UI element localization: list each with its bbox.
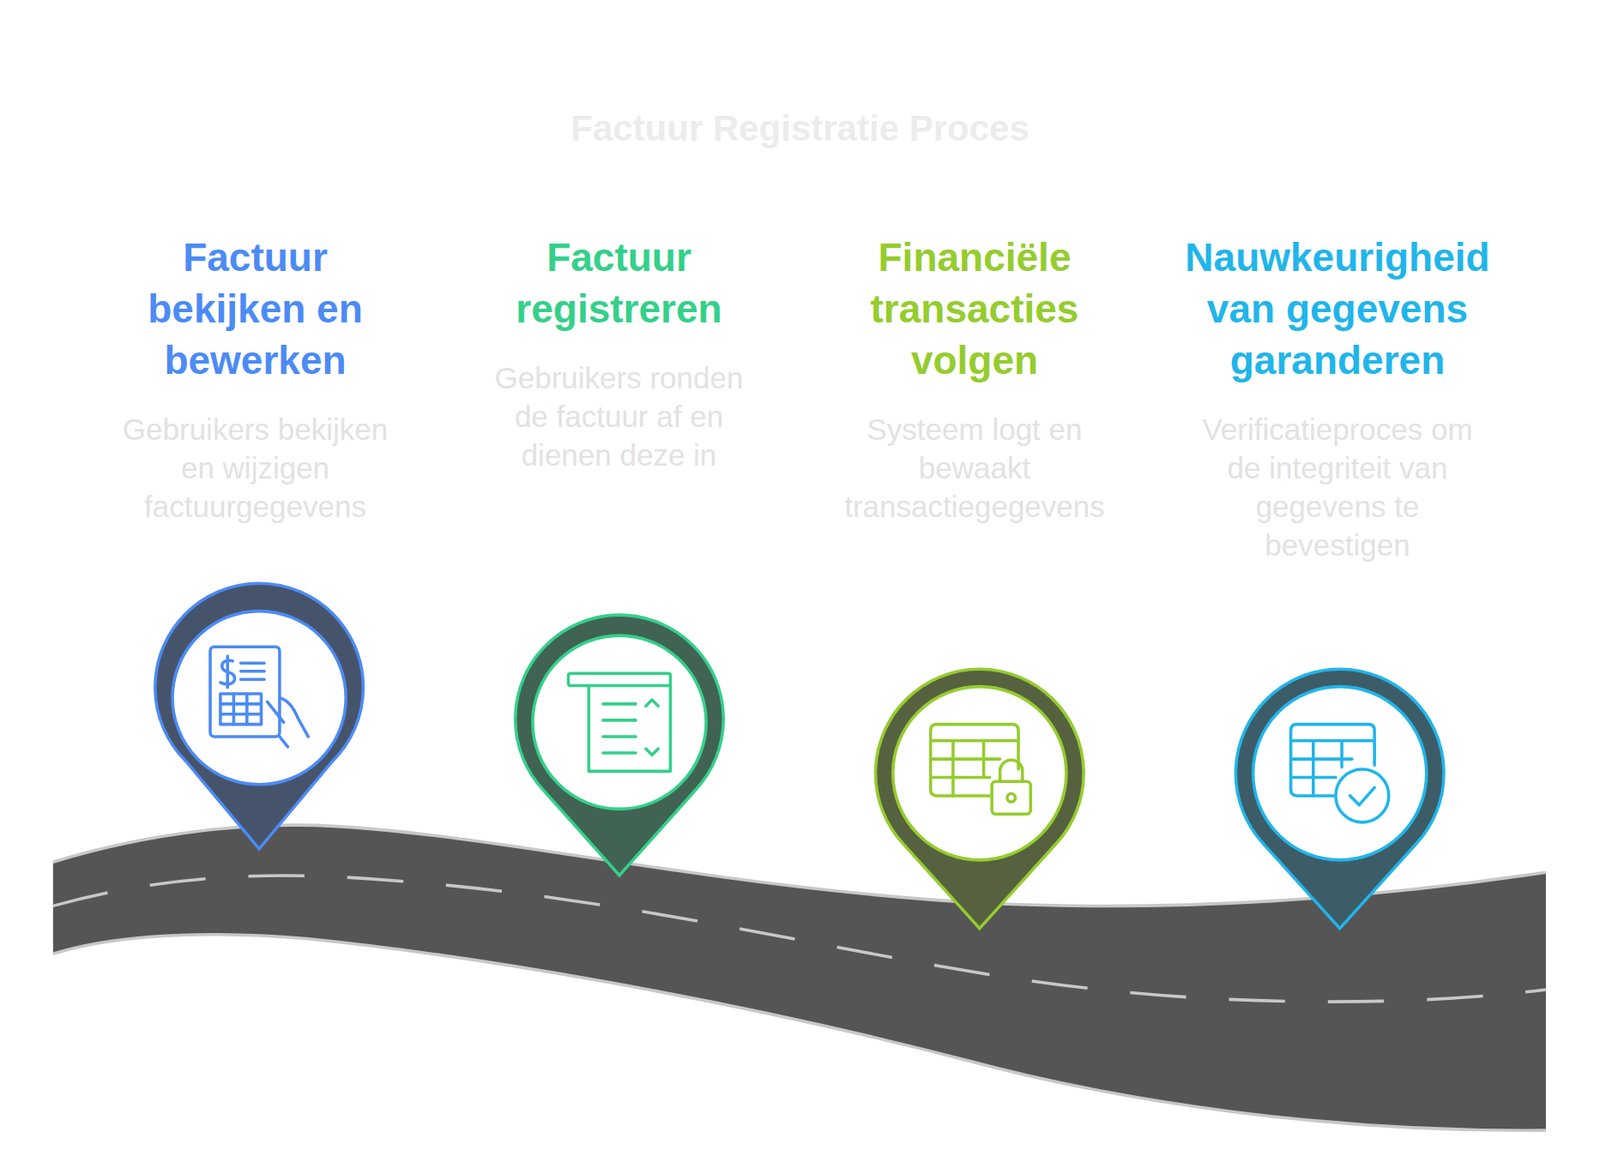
invoice-icon	[210, 646, 308, 748]
step-description: Gebruikers ronden de factuur af en diene…	[475, 358, 763, 475]
step-column: Financiële transacties volgenSysteem log…	[833, 231, 1117, 526]
road-edge	[53, 935, 1546, 1132]
map-pin	[1235, 669, 1444, 929]
map-pin	[875, 669, 1085, 929]
verified-table-icon	[1291, 724, 1389, 823]
step-description: Gebruikers bekijken en wijzigen factuurg…	[107, 410, 404, 526]
step-column: Factuur registrerenGebruikers ronden de …	[475, 231, 763, 475]
diagram-title: Factuur Registratie Proces	[0, 108, 1600, 150]
locked-table-icon	[930, 724, 1032, 816]
map-pin	[515, 615, 725, 876]
map-pin	[155, 583, 364, 850]
step-heading: Nauwkeurigheid van gegevens garanderen	[1161, 231, 1514, 387]
step-column: Nauwkeurigheid van gegevens garanderenVe…	[1161, 231, 1514, 565]
step-description: Verificatieproces om de integriteit van …	[1187, 410, 1488, 565]
step-heading: Financiële transacties volgen	[841, 231, 1108, 387]
step-heading: Factuur registreren	[490, 231, 749, 335]
step-description: Systeem logt en bewaakt transactiegegeve…	[833, 410, 1117, 526]
step-heading: Factuur bekijken en bewerken	[126, 231, 385, 387]
step-column: Factuur bekijken en bewerkenGebruikers b…	[107, 231, 404, 526]
receipt-icon	[568, 673, 671, 772]
